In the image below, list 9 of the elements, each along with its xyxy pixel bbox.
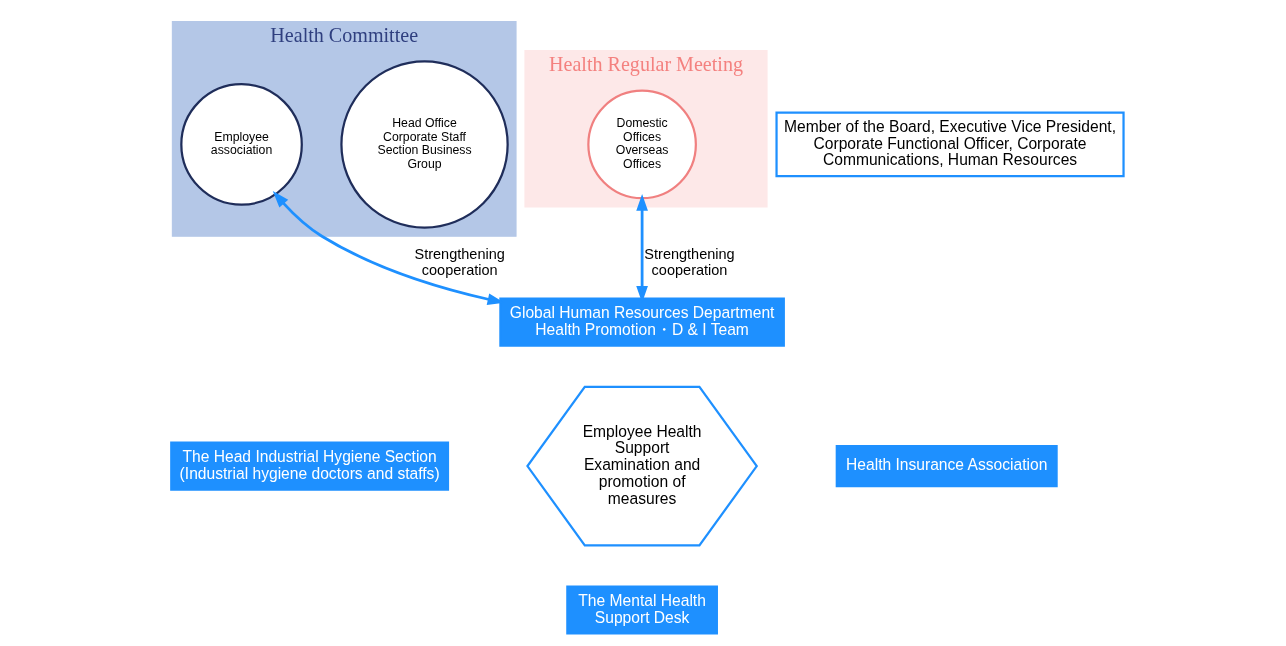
edge-label: Strengthening cooperation — [643, 245, 735, 278]
node-box: Global Human Resources Department Health Promotion・D & I Team — [498, 297, 785, 347]
node-circle: Domestic Offices Overseas Offices — [586, 89, 697, 200]
node-box: Member of the Board, Executive Vice President, Corporate Functional Officer, Corporate Communications, Human Resources — [774, 111, 1125, 178]
node-circle: Head Office Corporate Staff Section Business Group — [339, 60, 509, 229]
node-box: The Mental Health Support Desk — [565, 585, 718, 635]
edge-label: Strengthening cooperation — [414, 245, 505, 278]
node-box: Health Insurance Association — [835, 444, 1058, 488]
node-box: The Head Industrial Hygiene Section (Industrial hygiene doctors and staffs) — [169, 441, 449, 491]
